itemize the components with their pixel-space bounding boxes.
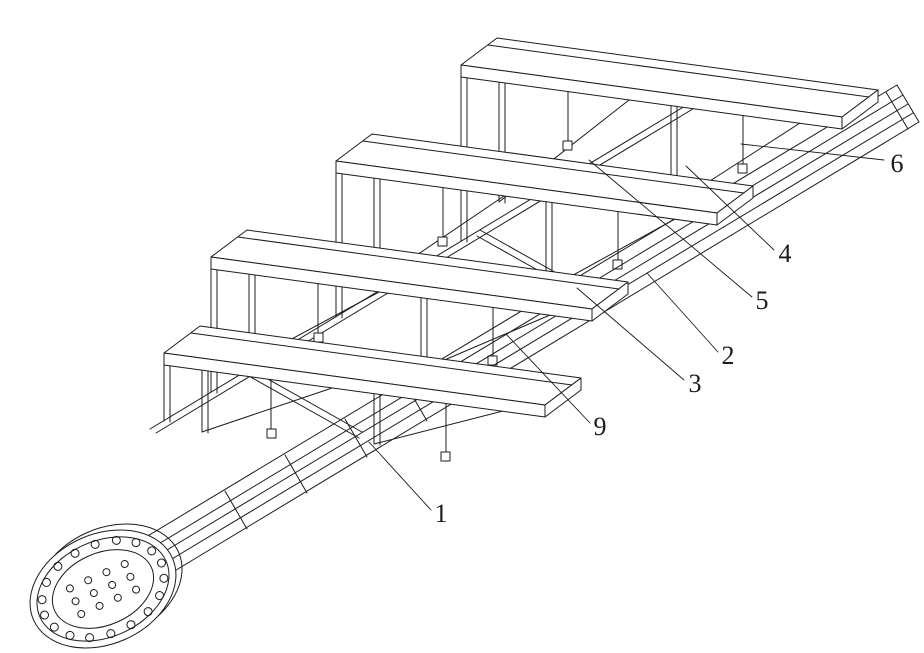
leader-line-4 xyxy=(685,165,775,251)
leader-line-3 xyxy=(576,287,685,381)
flange-rim-bolts xyxy=(37,535,169,643)
part-label-3: 3 xyxy=(689,369,702,398)
part-label-4: 4 xyxy=(779,239,792,268)
part-label-6: 6 xyxy=(891,149,904,178)
tread-2 xyxy=(210,229,629,322)
part-label-2: 2 xyxy=(722,341,735,370)
adjuster-rods xyxy=(266,91,748,462)
base-flange xyxy=(29,523,183,649)
leader-line-5 xyxy=(588,159,753,298)
leader-line-2 xyxy=(646,272,719,353)
main-beam xyxy=(125,84,920,588)
part-label-5: 5 xyxy=(756,286,769,315)
part-label-1: 1 xyxy=(435,499,448,528)
leader-line-6 xyxy=(740,143,885,161)
flange-center-bolts xyxy=(65,560,141,618)
tread-4 xyxy=(460,37,879,130)
tread-3 xyxy=(335,133,754,226)
tread-1 xyxy=(163,325,582,418)
leader-line-1 xyxy=(368,441,432,511)
part-label-9: 9 xyxy=(594,412,607,441)
leader-line-9 xyxy=(505,333,591,424)
